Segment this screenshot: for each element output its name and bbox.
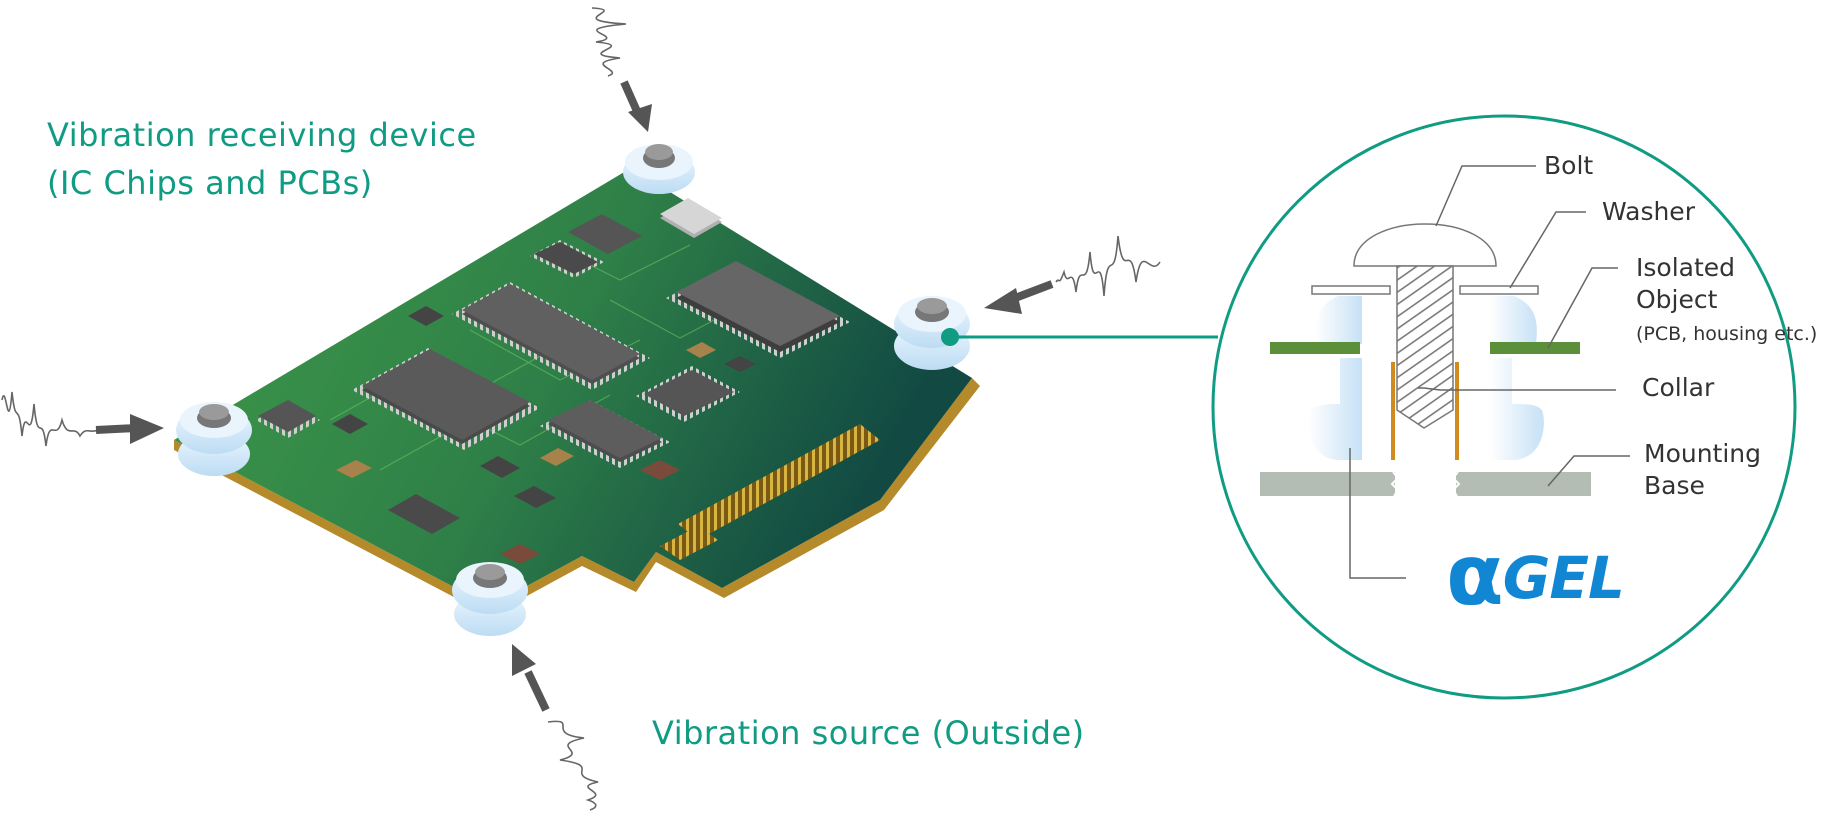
- chip-qfp-left: [352, 348, 540, 450]
- label-washer: Washer: [1602, 197, 1695, 226]
- leader-collar: [1418, 387, 1616, 391]
- bolt: [1353, 223, 1497, 429]
- chip-left-small: [256, 306, 756, 534]
- leader-mounting: [1547, 455, 1630, 487]
- gel-mount-right: [894, 296, 970, 370]
- label-isolated-line2: Object: [1636, 285, 1718, 314]
- leader-isolated: [1547, 267, 1618, 349]
- arrow-top: [620, 80, 652, 132]
- label-bolt: Bolt: [1544, 151, 1594, 180]
- pcb-edge: [174, 378, 980, 616]
- arrow-bottom: [512, 644, 550, 712]
- chip-mid-right: [636, 366, 740, 422]
- edge-connector-small: [660, 526, 718, 560]
- caption-vibration-source: Vibration source (Outside): [652, 714, 1085, 752]
- leader-washer: [1509, 211, 1586, 289]
- chip-top: [530, 198, 722, 278]
- arrow-left: [95, 414, 164, 444]
- collar-right: [1455, 362, 1459, 460]
- edge-connector: [678, 424, 880, 540]
- label-collar: Collar: [1642, 373, 1715, 402]
- gel-mount-top: [623, 144, 695, 194]
- collar-left: [1391, 362, 1395, 460]
- capacitors: [336, 342, 716, 564]
- label-isolated-note: (PCB, housing etc.): [1636, 323, 1818, 345]
- isolated-object-right: [1490, 342, 1580, 354]
- gel-piece-left: [1308, 296, 1362, 460]
- gel-piece-right: [1490, 296, 1544, 460]
- chip-qfp-right: [666, 261, 850, 358]
- washer-left: [1311, 285, 1391, 295]
- leader-lines: [1349, 165, 1630, 579]
- caption-vibration-receiving: Vibration receiving device (IC Chips and…: [47, 111, 477, 207]
- label-isolated-line1: Isolated: [1636, 253, 1736, 282]
- gel-mount-bottom: [452, 562, 528, 636]
- label-mounting-line1: Mounting: [1644, 439, 1762, 468]
- vibration-wave-top: [591, 7, 627, 77]
- caption-device-line2: (IC Chips and PCBs): [47, 164, 373, 202]
- vibration-wave-left: [1, 391, 99, 447]
- alpha-gel-logo: αGEL: [1446, 533, 1625, 617]
- chip-center: [540, 400, 670, 468]
- pcb-board: [174, 168, 980, 616]
- leader-gel: [1349, 448, 1406, 579]
- mounting-base: [1260, 471, 1591, 497]
- leader-bolt: [1435, 165, 1536, 227]
- logo-text: GEL: [1502, 544, 1625, 612]
- label-mounting-line2: Base: [1644, 471, 1705, 500]
- chip-dip-long: [452, 282, 650, 390]
- gel-mount-left: [176, 402, 252, 476]
- vibration-wave-bottom: [547, 720, 599, 811]
- washer-right: [1459, 285, 1539, 295]
- vibration-wave-right: [1055, 235, 1161, 297]
- arrow-right: [984, 280, 1054, 314]
- logo-alpha: α: [1446, 526, 1504, 624]
- caption-device-line1: Vibration receiving device: [47, 116, 477, 154]
- isolated-object-left: [1270, 342, 1360, 354]
